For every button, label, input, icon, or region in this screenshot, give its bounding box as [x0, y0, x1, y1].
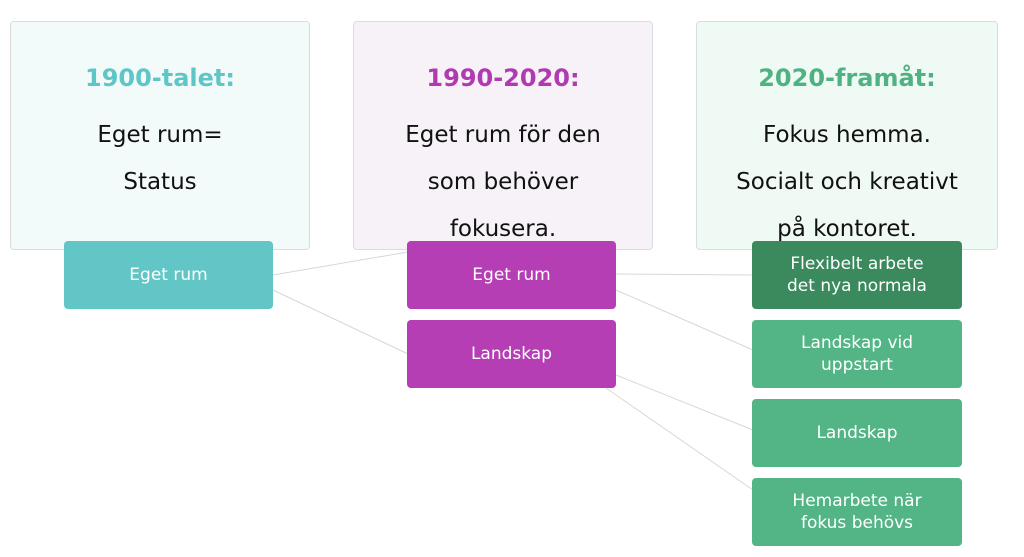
era-description: Eget rum för den som behöver fokusera.	[354, 112, 652, 253]
connector-1900-eget-rum-to-1990-landskap	[272, 289, 409, 355]
era-description: Fokus hemma. Socialt och kreativt på kon…	[697, 112, 997, 253]
node-label: Eget rum	[129, 265, 208, 285]
node-label-line: uppstart	[821, 355, 893, 375]
connector-1990-eget-rum-to-2020-flexibelt	[615, 273, 754, 276]
node-1990-eget-rum: Eget rum	[407, 241, 616, 309]
era-description-line: Eget rum för den	[405, 122, 601, 148]
era-description-line: som behöver	[427, 169, 579, 195]
era-description: Eget rum= Status	[11, 112, 309, 206]
era-title: 1900-talet:	[85, 64, 235, 92]
node-label-line: Flexibelt arbete	[790, 254, 924, 274]
era-description-line: Socialt och kreativt	[736, 169, 958, 195]
node-label-line: det nya normala	[787, 276, 927, 296]
node-2020-flexibelt-arbete: Flexibelt arbete det nya normala	[752, 241, 962, 309]
node-label-line: fokus behövs	[800, 513, 914, 533]
era-card-1990: 1990-2020: Eget rum för den som behöver …	[353, 21, 653, 250]
connector-1990-landskap-to-2020-hemarbete	[605, 387, 754, 491]
node-2020-landskap-vid-uppstart: Landskap vid uppstart	[752, 320, 962, 388]
node-label: Landskap	[816, 423, 898, 443]
connector-1990-eget-rum-to-2020-landskap-uppstart	[615, 289, 754, 351]
connector-1990-landskap-to-2020-landskap	[615, 374, 754, 431]
era-description-line: Status	[123, 169, 197, 195]
node-label: Eget rum	[472, 265, 551, 285]
era-description-line: på kontoret.	[777, 216, 917, 242]
connector-1900-eget-rum-to-1990-eget-rum	[272, 251, 409, 276]
era-title: 1990-2020:	[426, 64, 580, 92]
node-2020-hemarbete: Hemarbete när fokus behövs	[752, 478, 962, 546]
era-description-line: fokusera.	[449, 216, 557, 242]
node-label-line: Hemarbete när	[792, 491, 922, 511]
node-1900-eget-rum: Eget rum	[64, 241, 273, 309]
node-label: Landskap	[470, 344, 553, 364]
node-label-line: Landskap vid	[800, 333, 914, 353]
era-card-2020: 2020-framåt: Fokus hemma. Socialt och kr…	[696, 21, 998, 250]
node-1990-landskap: Landskap	[407, 320, 616, 388]
node-2020-landskap: Landskap	[752, 399, 962, 467]
era-card-1900: 1900-talet: Eget rum= Status	[10, 21, 310, 250]
era-description-line: Eget rum=	[97, 122, 223, 148]
era-title: 2020-framåt:	[758, 64, 936, 92]
era-description-line: Fokus hemma.	[763, 122, 931, 148]
